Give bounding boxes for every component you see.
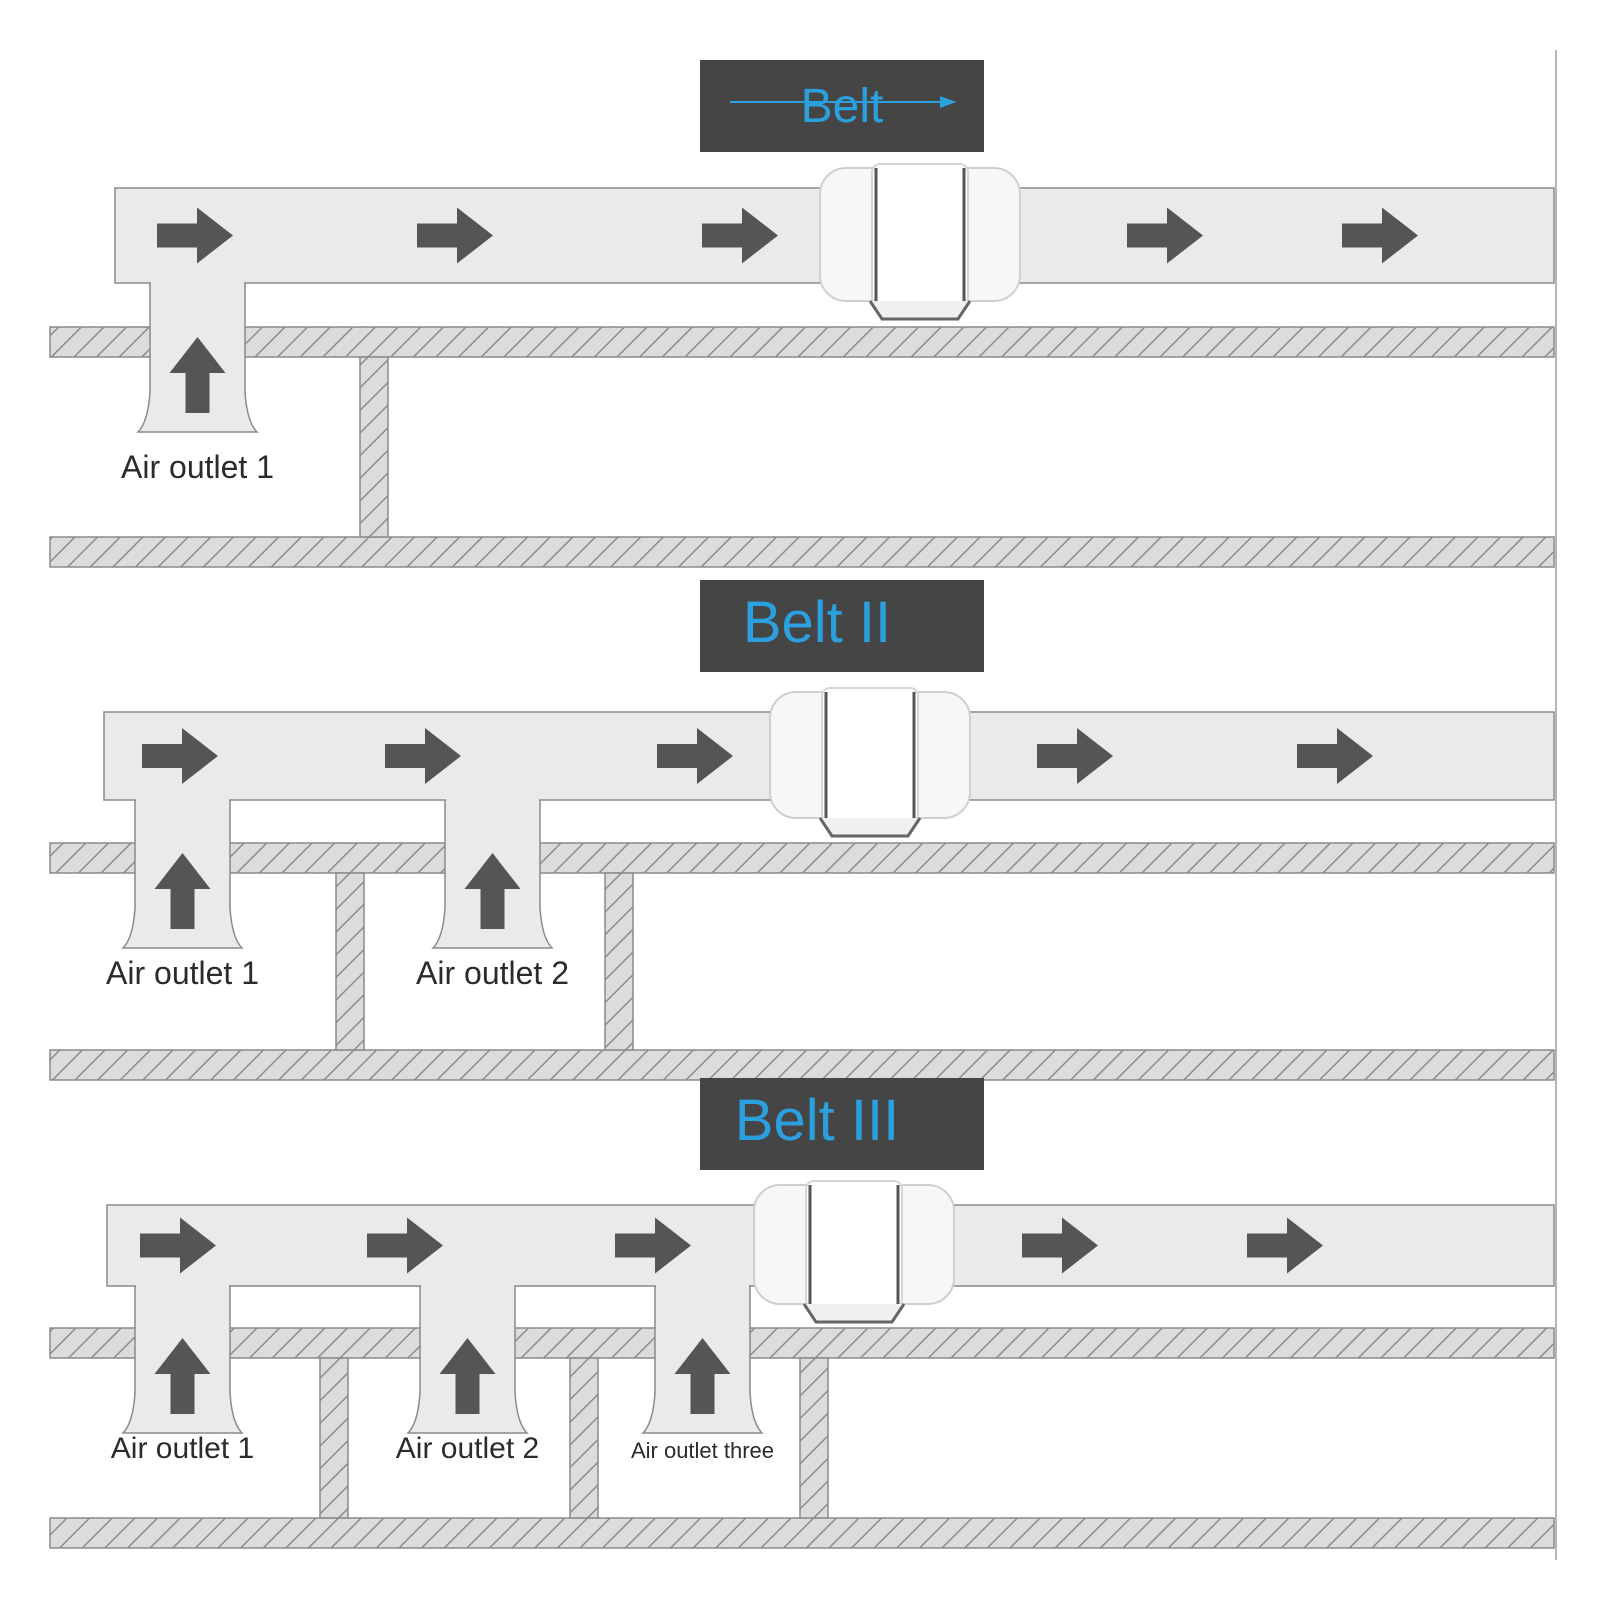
outlet-joint [151, 281, 244, 285]
belt-title-banner [700, 60, 984, 152]
air-outlet-label: Air outlet 1 [111, 1432, 254, 1465]
outlet-joint [421, 1284, 514, 1288]
right-arrow-icon [657, 728, 733, 784]
partition-wall [359, 356, 389, 538]
belt-panel-3: Belt III Air outlet 1 Air outlet 2 Air outl… [49, 1078, 1555, 1549]
fan-center-housing [805, 1180, 903, 1309]
floor-slab [49, 1049, 1555, 1081]
outlet-joint [136, 798, 229, 802]
fan-center-housing [821, 687, 919, 823]
right-arrow-icon [1342, 207, 1418, 264]
partition-wall [319, 1357, 349, 1519]
fan-mount-bracket [818, 817, 922, 838]
air-outlet-label: Air outlet 1 [121, 449, 274, 485]
fan-mount-bracket [868, 300, 972, 321]
up-arrow-icon [154, 853, 211, 929]
fan-center-housing [871, 163, 969, 306]
fan-mount-bracket [802, 1303, 906, 1324]
belt-title-banner [700, 580, 984, 672]
partition-wall [799, 1357, 829, 1519]
right-arrow-icon [367, 1217, 443, 1274]
right-arrow-icon [385, 728, 461, 784]
up-arrow-icon [169, 337, 226, 413]
floor-slab [49, 1517, 1555, 1549]
partition-wall [335, 872, 365, 1051]
outlet-joint [656, 1284, 749, 1288]
floor-slab [49, 536, 1555, 568]
air-outlet-label: Air outlet three [631, 1438, 774, 1463]
right-arrow-icon [1247, 1217, 1323, 1274]
partition-wall [569, 1357, 599, 1519]
ceiling-slab [49, 842, 1555, 874]
right-arrow-icon [1037, 728, 1113, 784]
air-outlet-label: Air outlet 1 [106, 955, 259, 991]
ceiling-slab [49, 1327, 1555, 1359]
right-arrow-icon [140, 1217, 216, 1274]
outlet-joint [446, 798, 539, 802]
right-arrow-icon [1297, 728, 1373, 784]
up-arrow-icon [154, 1338, 211, 1414]
up-arrow-icon [439, 1338, 496, 1414]
belt-title: Belt III [735, 1088, 899, 1153]
air-outlet-label: Air outlet 2 [396, 1432, 539, 1465]
inline-duct-fan-icon [819, 163, 1021, 321]
right-arrow-icon [615, 1217, 691, 1274]
right-arrow-icon [417, 207, 493, 264]
belt-title: Belt [801, 80, 884, 133]
inline-duct-fan-icon [753, 1180, 955, 1324]
up-arrow-icon [464, 853, 521, 929]
belt-title-banner [700, 1078, 984, 1170]
ceiling-slab [49, 326, 1555, 358]
belt-title: Belt II [743, 590, 891, 655]
right-arrow-icon [1127, 207, 1203, 264]
right-arrow-icon [702, 207, 778, 264]
up-arrow-icon [674, 1338, 731, 1414]
belt-title-arrow-icon [940, 96, 956, 108]
belt-panel-2: Belt II Air outlet 1 Air outlet 2 [49, 580, 1555, 1081]
partition-wall [604, 872, 634, 1051]
air-outlet-label: Air outlet 2 [416, 955, 569, 991]
right-arrow-icon [142, 728, 218, 784]
inline-duct-fan-icon [769, 687, 971, 838]
right-arrow-icon [157, 207, 233, 264]
outlet-joint [136, 1284, 229, 1288]
right-arrow-icon [1022, 1217, 1098, 1274]
